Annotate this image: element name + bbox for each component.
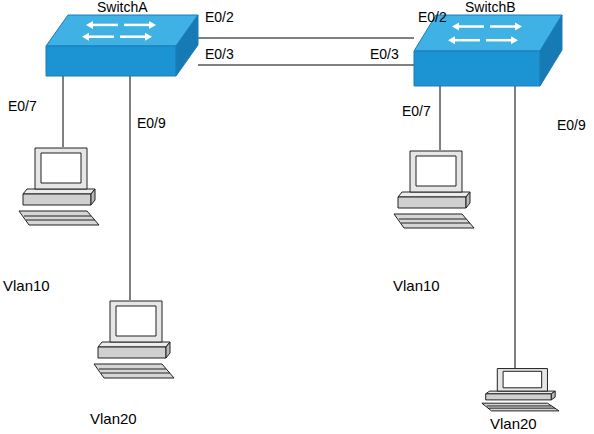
pc-host: Vlan10 [388,150,480,295]
pc-base-front [486,394,552,400]
port-label: E0/2 [205,9,234,25]
network-switch: SwitchA [46,0,198,76]
pc-keyboard [482,403,559,411]
port-label: E0/7 [402,103,431,119]
pc-screen [416,156,456,186]
pc-icon [90,300,175,380]
pc-keyboard [394,214,474,228]
vlan-name: Vlan20 [490,415,537,432]
switch-arrow-shaft [490,25,517,28]
pc-key-row [99,369,166,370]
device-name: SwitchA [97,0,148,15]
pc-monitor [110,301,162,342]
pc-screen [503,371,542,388]
network-link [515,86,516,368]
switch-arrow-shaft [124,24,151,27]
switch-arrow-head [511,36,518,44]
pc-base-front [23,194,91,205]
switch-side-face [176,15,198,76]
pc-key-row [401,223,470,224]
pc-key-row [26,220,95,221]
vlan-name: Vlan10 [393,277,440,294]
pc-key-row [101,373,170,374]
pc-screen [41,153,81,183]
vlan-name: Vlan10 [3,277,50,294]
pc-icon [478,368,560,412]
switch-arrow-head [86,21,93,29]
port-label: E0/9 [557,117,586,133]
pc-key-row [489,408,556,409]
pc-base-top [23,189,95,194]
switch-arrow-head [145,33,152,41]
switch-arrow-shaft [87,35,114,38]
pc-screen [116,306,156,336]
pc-base-side [91,189,95,205]
port-label: E0/7 [8,98,37,114]
switch-arrow-shaft [453,39,480,42]
pc-key-row [399,219,466,220]
pc-base-side [166,342,170,358]
network-link [198,38,414,39]
pc-host: Vlan10 [0,147,105,297]
switch-arrow-shaft [486,39,513,42]
network-link [63,76,64,147]
pc-keyboard [19,211,99,225]
network-link [198,65,414,66]
switch-front-face [414,51,540,86]
pc-base-front [398,197,466,208]
switch-arrow-head [448,36,455,44]
pc-monitor [35,148,87,189]
port-label: E0/9 [137,115,166,131]
pc-keyboard [94,364,174,378]
switch-top-face [46,15,198,46]
pc-monitor [497,369,547,392]
port-label: E0/2 [418,9,447,25]
switch-side-face [540,15,562,86]
pc-icon [390,150,475,230]
pc-base-front [98,347,166,358]
switch-arrow-head [452,23,459,31]
port-label: E0/3 [370,46,399,62]
pc-monitor [410,151,462,192]
network-link [130,76,131,300]
pc-key-row [487,405,552,406]
switch-arrow-head [149,21,156,29]
switch-arrow-head [515,23,522,31]
device-name: SwitchB [465,0,516,15]
switch-front-face [46,46,176,76]
network-link [440,86,441,150]
switch-arrow-shaft [91,24,118,27]
pc-host: Vlan20 [88,300,180,430]
pc-icon [15,147,100,227]
pc-base-side [466,192,470,208]
pc-base-side [551,391,555,400]
pc-base-top [98,342,170,347]
switch-arrow-shaft [457,25,484,28]
vlan-name: Vlan20 [90,410,137,427]
pc-host: Vlan20 [478,368,564,434]
port-label: E0/3 [205,46,234,62]
switch-arrow-shaft [120,35,147,38]
switch-arrow-head [82,33,89,41]
pc-base-top [398,192,470,197]
pc-key-row [24,216,91,217]
